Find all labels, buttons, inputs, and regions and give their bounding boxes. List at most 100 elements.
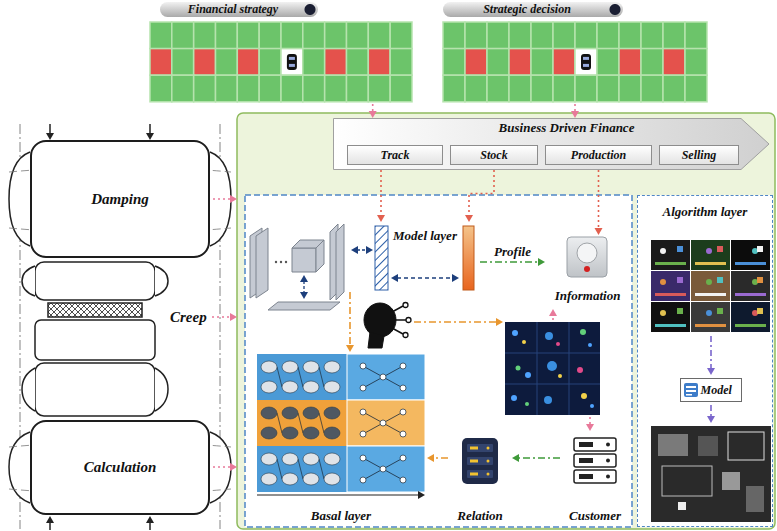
network-image — [511, 395, 517, 401]
brain-icon — [392, 306, 403, 312]
algorithm-art — [651, 302, 690, 332]
flow-arrows — [300, 246, 373, 299]
connector — [346, 292, 354, 352]
connector-line — [480, 261, 539, 263]
tire-illustration — [22, 368, 35, 411]
connector — [465, 165, 494, 222]
flow-arrows — [549, 309, 557, 316]
road-grid — [663, 49, 685, 76]
basal-grid — [380, 420, 386, 426]
algorithm-art — [691, 271, 730, 301]
flow-arrows — [351, 246, 358, 254]
tire-illustration — [210, 432, 231, 503]
model-icon — [686, 386, 696, 388]
basal-grid — [400, 385, 406, 391]
arrow-head — [377, 215, 385, 222]
connector-line — [380, 165, 382, 216]
road-grid — [390, 75, 412, 102]
road-grid — [259, 49, 281, 76]
road-grid — [390, 22, 412, 49]
input-arrows — [213, 198, 231, 200]
basal-grid — [257, 494, 419, 495]
basal-grid — [324, 381, 340, 393]
stage-box: Production — [545, 145, 652, 165]
server-icon — [462, 438, 498, 484]
road-grid — [216, 75, 238, 102]
basal-grid — [282, 361, 298, 373]
connector — [595, 165, 603, 235]
network-image — [556, 342, 560, 346]
road-grid — [216, 49, 238, 76]
basal-grid — [303, 381, 319, 393]
road-grid — [663, 22, 685, 49]
road-grid — [531, 22, 553, 49]
network-image — [505, 353, 600, 354]
road-grid — [289, 64, 295, 67]
connector-line — [574, 104, 576, 112]
button-icon — [577, 243, 597, 263]
basal-grid — [261, 381, 277, 393]
model-icon — [686, 394, 692, 396]
flow-arrows — [366, 246, 373, 254]
algorithm-art — [660, 248, 666, 254]
basal-grid — [282, 407, 298, 419]
brain-icon — [364, 303, 396, 337]
basal-grid — [360, 455, 366, 461]
edge-label: Profile — [492, 244, 533, 259]
road-grid — [509, 49, 531, 76]
tire-illustration — [9, 124, 231, 530]
basal-grid — [319, 367, 324, 387]
tire-illustration — [146, 133, 154, 140]
algorithm-art — [706, 279, 712, 285]
flow-arrows — [496, 318, 503, 326]
connector — [427, 454, 448, 462]
relation-server: Relation — [448, 432, 512, 525]
road-grid — [237, 49, 259, 76]
node-label: Model — [701, 383, 732, 397]
input-arrows — [230, 313, 237, 321]
tire-illustration — [49, 124, 51, 134]
basal-grid — [363, 458, 403, 480]
basal-grid — [282, 381, 298, 393]
algorithm-art — [660, 279, 666, 285]
network-image — [512, 330, 518, 336]
node-label: Calculation — [84, 459, 157, 476]
algorithm-art — [731, 302, 770, 332]
green-panel — [237, 113, 775, 529]
server-icon — [470, 447, 478, 450]
node-label: Model layer — [392, 228, 458, 243]
node-label: Selling — [682, 148, 717, 162]
label-holder: Creep — [168, 309, 209, 326]
road-grid — [443, 49, 465, 76]
brain-icon — [368, 332, 384, 348]
road-grid — [597, 75, 619, 102]
server-icon — [487, 473, 490, 476]
tire-illustration — [9, 152, 30, 246]
road-grid — [368, 49, 390, 76]
road-grid — [575, 75, 597, 102]
model-layer-art — [463, 226, 474, 290]
road-grid — [685, 75, 707, 102]
basal-grid — [324, 453, 340, 465]
flow-arrows — [414, 318, 503, 326]
server-icon — [579, 458, 593, 463]
algorithm-art — [677, 308, 683, 314]
road-grid — [303, 75, 325, 102]
basal-grid — [319, 459, 324, 479]
road-grid — [641, 49, 663, 76]
connector — [480, 258, 545, 266]
customer-server: Customer — [560, 432, 630, 525]
flow-arrows — [300, 275, 308, 282]
road-grid — [553, 22, 575, 49]
algorithm-art — [722, 472, 740, 490]
tire-illustration — [149, 124, 151, 134]
basal-grid — [298, 367, 303, 387]
connector — [377, 165, 385, 222]
input-arrows — [230, 463, 237, 471]
information-icon: Information — [545, 235, 630, 305]
road-grid — [347, 22, 369, 49]
basal-grid — [400, 455, 406, 461]
tire-illustration — [155, 266, 168, 296]
algorithm-art — [717, 246, 723, 252]
road-grid — [575, 49, 597, 76]
